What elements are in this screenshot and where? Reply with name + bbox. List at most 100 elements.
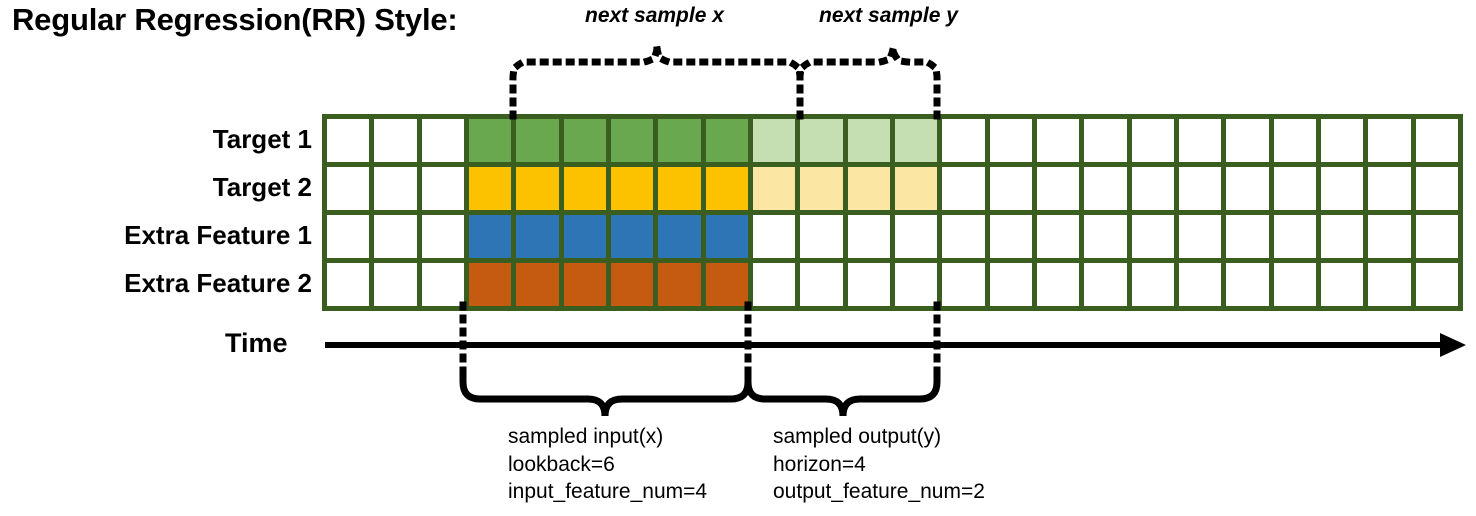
grid-cell-r4-c18 (1131, 263, 1174, 306)
grid-cell-r4-c19 (1178, 263, 1222, 306)
grid-cell-r1-c20 (1226, 119, 1269, 162)
grid-cell-r3-c19 (1178, 215, 1222, 258)
grid-cell-r2-c19 (1178, 167, 1222, 210)
grid-cell-r1-c11 (800, 119, 843, 162)
grid-cell-r4-c2 (374, 263, 417, 306)
grid-cell-r2-c6 (563, 167, 606, 210)
grid-cell-r1-c2 (374, 119, 417, 162)
grid-cell-r4-c5 (516, 263, 559, 306)
caption-input-line1: sampled input(x) (508, 425, 664, 448)
grid-cell-r2-c12 (847, 167, 890, 210)
row-label-extra-feature-1: Extra Feature 1 (124, 219, 312, 250)
grid-cell-r3-c24 (1415, 215, 1458, 258)
grid-cell-r3-c22 (1320, 215, 1364, 258)
grid-cell-r4-c11 (800, 263, 843, 306)
grid-cell-r4-c14 (942, 263, 985, 306)
grid-cell-r2-c9 (705, 167, 748, 210)
grid-cell-r4-c16 (1036, 263, 1080, 306)
caption-input-line3: input_feature_num=4 (508, 480, 708, 504)
grid-cell-r3-c1 (327, 215, 370, 258)
dotted-guide-lines (459, 301, 941, 378)
grid-cell-r3-c21 (1273, 215, 1316, 258)
grid-cell-r2-c18 (1131, 167, 1174, 210)
grid-cell-r2-c20 (1226, 167, 1269, 210)
grid-cell-r1-c5 (516, 119, 559, 162)
caption-output-line1: sampled output(y) (773, 425, 942, 448)
row-label-target-1: Target 1 (212, 123, 312, 154)
caption-sampled-output: sampled output(y) horizon=4 output_featu… (773, 423, 985, 506)
time-axis-label: Time (225, 328, 288, 358)
page-title: Regular Regression(RR) Style: (12, 2, 458, 37)
grid-cell-r3-c13 (894, 215, 938, 258)
grid-cell-r2-c23 (1368, 167, 1411, 210)
grid-cell-r2-c7 (610, 167, 654, 210)
grid-cell-r2-c13 (894, 167, 938, 210)
grid-cell-r3-c15 (989, 215, 1032, 258)
grid-cell-r1-c4 (468, 119, 512, 162)
grid-cell-r3-c14 (942, 215, 985, 258)
grid-cell-r4-c6 (563, 263, 606, 306)
grid-cell-r1-c23 (1368, 119, 1411, 162)
caption-input-line2: lookback=6 (508, 452, 615, 476)
grid-cell-r3-c3 (421, 215, 464, 258)
grid-cell-r2-c24 (1415, 167, 1458, 210)
grid-cell-r1-c10 (752, 119, 796, 162)
grid-cell-r3-c11 (800, 215, 843, 258)
grid-cell-r1-c15 (989, 119, 1032, 162)
grid-cell-r4-c24 (1415, 263, 1458, 306)
grid-cell-r2-c4 (468, 167, 512, 210)
grid-cell-r3-c5 (516, 215, 559, 258)
grid-cell-r4-c15 (989, 263, 1032, 306)
grid-cell-r3-c9 (705, 215, 748, 258)
grid-cell-r2-c10 (752, 167, 796, 210)
dotted-brace-next-sample-y (796, 42, 941, 120)
grid-cell-r3-c12 (847, 215, 890, 258)
grid-cell-r1-c1 (327, 119, 370, 162)
solid-brace-sampled-input (459, 372, 752, 417)
grid-cell-r2-c15 (989, 167, 1032, 210)
grid-cell-r1-c22 (1320, 119, 1364, 162)
grid-cell-r3-c7 (610, 215, 654, 258)
grid-cell-r4-c7 (610, 263, 654, 306)
grid-cell-r1-c19 (1178, 119, 1222, 162)
grid-cell-r2-c3 (421, 167, 464, 210)
grid-cell-r1-c17 (1084, 119, 1127, 162)
grid-cell-r4-c23 (1368, 263, 1411, 306)
grid-cell-r2-c5 (516, 167, 559, 210)
dotted-brace-next-sample-x (509, 42, 804, 120)
grid-cell-r4-c22 (1320, 263, 1364, 306)
grid-cell-r3-c17 (1084, 215, 1127, 258)
grid-cell-r2-c22 (1320, 167, 1364, 210)
grid-cell-r2-c1 (327, 167, 370, 210)
grid-cell-r1-c14 (942, 119, 985, 162)
grid-cell-r1-c6 (563, 119, 606, 162)
grid-cell-r3-c16 (1036, 215, 1080, 258)
grid-cell-r1-c21 (1273, 119, 1316, 162)
grid-cell-r2-c17 (1084, 167, 1127, 210)
grid-cell-r3-c20 (1226, 215, 1269, 258)
grid-cell-r1-c13 (894, 119, 938, 162)
grid-cell-r4-c12 (847, 263, 890, 306)
grid-cell-r4-c10 (752, 263, 796, 306)
grid-cell-r2-c11 (800, 167, 843, 210)
annotation-next-sample-y: next sample y (819, 4, 958, 27)
grid-cell-r1-c16 (1036, 119, 1080, 162)
caption-output-line2: horizon=4 (773, 452, 866, 476)
grid-cell-r1-c24 (1415, 119, 1458, 162)
grid-cell-r3-c4 (468, 215, 512, 258)
timeseries-grid (322, 114, 1463, 311)
grid-cell-r4-c3 (421, 263, 464, 306)
time-axis-arrow-icon (1440, 333, 1466, 357)
grid-cell-r4-c17 (1084, 263, 1127, 306)
grid-cell-r3-c10 (752, 215, 796, 258)
grid-cell-r1-c12 (847, 119, 890, 162)
grid-cell-r2-c21 (1273, 167, 1316, 210)
grid-cell-r1-c7 (610, 119, 654, 162)
grid-cell-r1-c9 (705, 119, 748, 162)
grid-cell-r1-c3 (421, 119, 464, 162)
caption-output-line3: output_feature_num=2 (773, 480, 985, 504)
caption-sampled-input: sampled input(x) lookback=6 input_featur… (508, 423, 707, 506)
grid-cell-r2-c14 (942, 167, 985, 210)
grid-cell-r4-c4 (468, 263, 512, 306)
row-label-target-2: Target 2 (212, 171, 312, 202)
